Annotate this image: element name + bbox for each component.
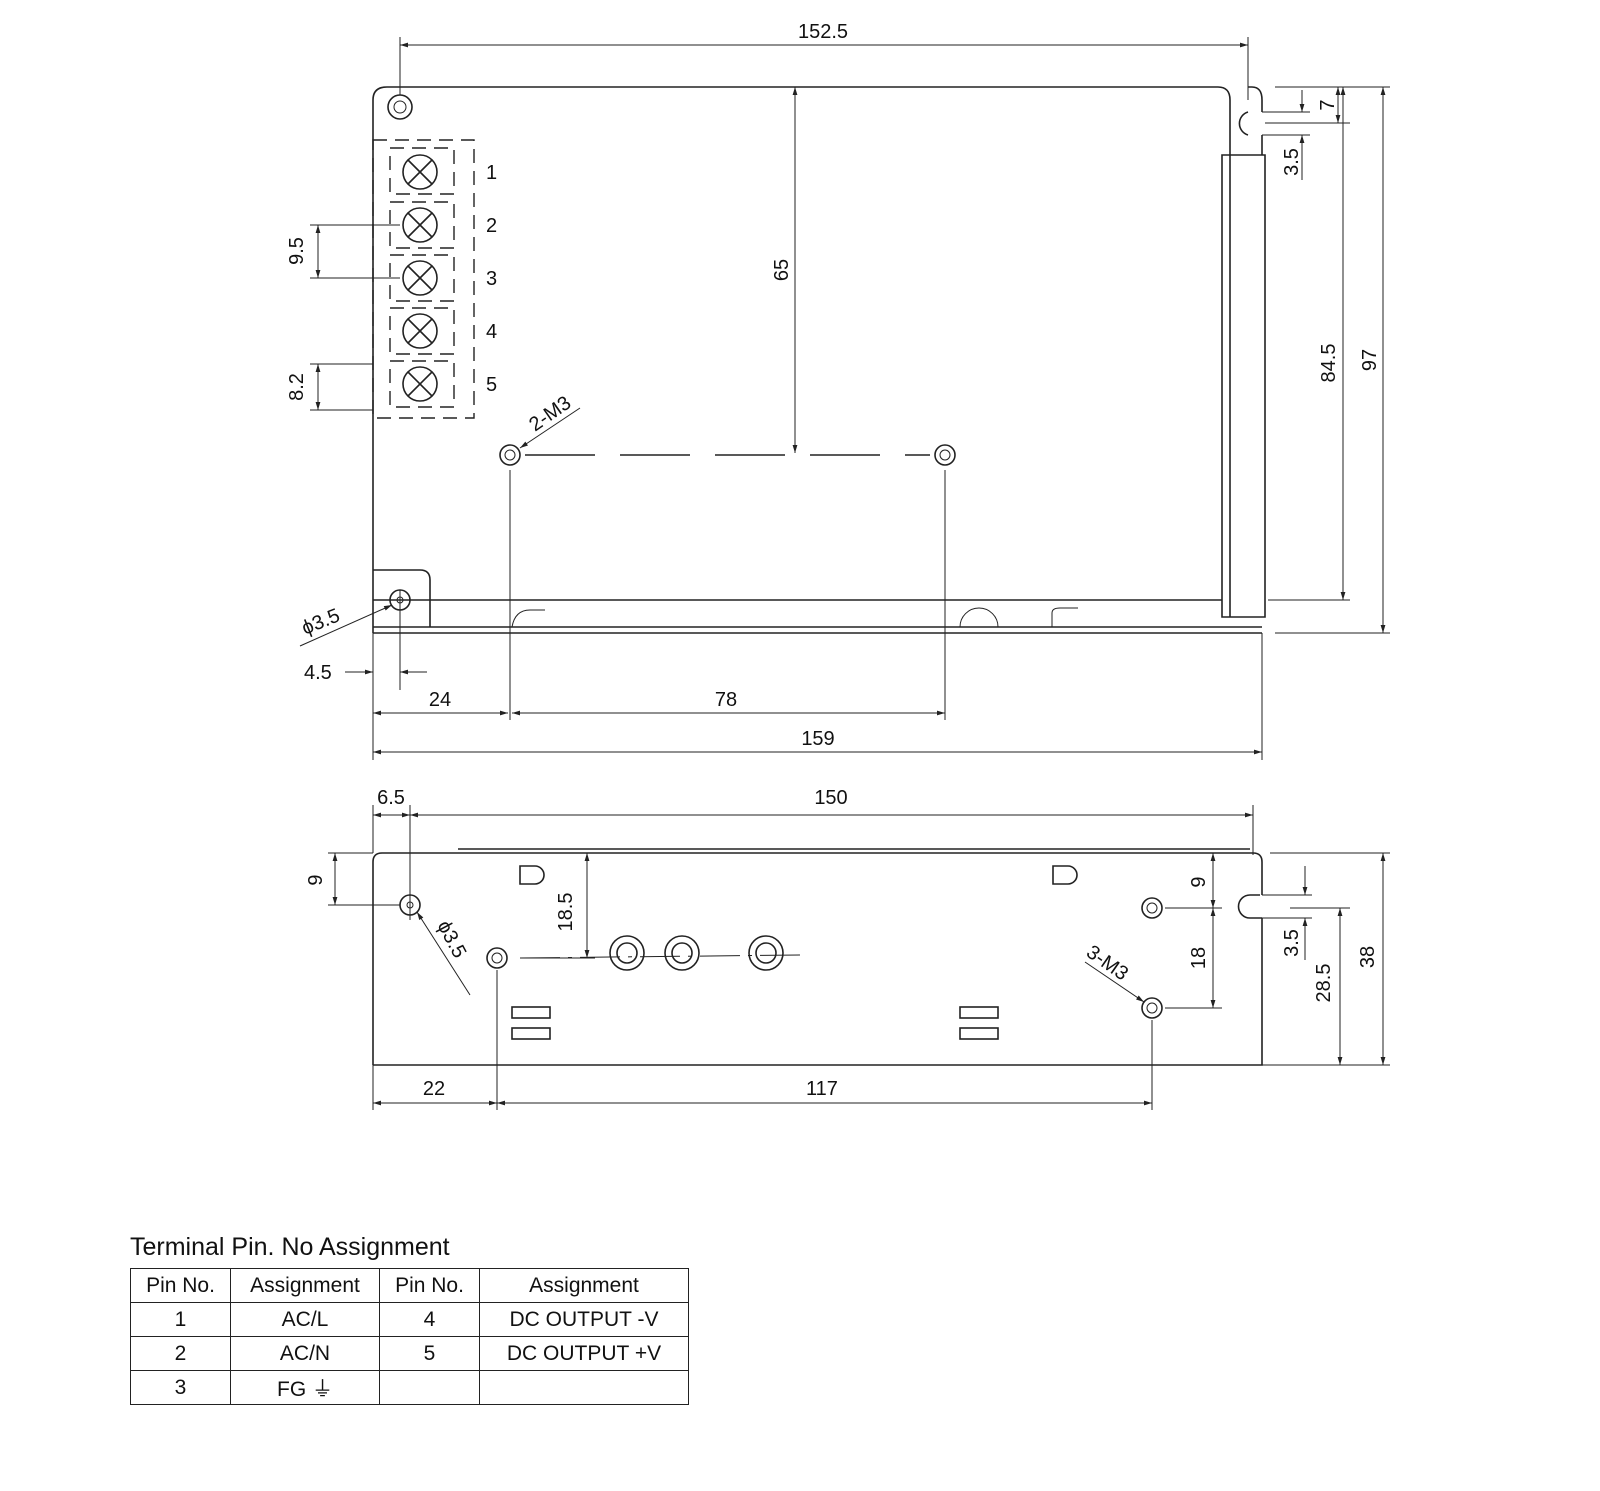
table-row: 2 AC/N 5 DC OUTPUT +V [130,1336,689,1371]
dim-side-mount-holes: 3-M3 [1082,941,1132,985]
header-cell: Pin No. [379,1268,480,1303]
table-row: 3 FG ⏚ [130,1370,689,1405]
dim-hole-span: 150 [814,787,847,809]
cell [479,1370,689,1405]
dim-depth-to-holes: 65 [771,259,793,281]
cell: FG ⏚ [230,1370,380,1405]
table-header-row: Pin No. Assignment Pin No. Assignment [130,1268,689,1303]
vent-slots [511,1006,999,1040]
terminal-label: 2 [486,215,497,237]
cell: AC/L [230,1302,380,1337]
cell [379,1370,480,1405]
terminal-label: 1 [486,162,497,184]
cell: AC/N [230,1336,380,1371]
dim-right-hole-top: 9 [1188,876,1210,887]
dim-side-left-to-hole: 22 [423,1078,445,1100]
terminal-screws [389,147,455,408]
dim-right-hole-spacing: 18 [1188,947,1210,969]
cell: DC OUTPUT +V [479,1336,689,1371]
dim-mount-holes: 2-M3 [525,392,575,436]
dim-terminal-pitch: 9.5 [286,237,308,265]
terminal-label: 3 [486,268,497,290]
cell: DC OUTPUT -V [479,1302,689,1337]
dim-hole-spacing: 78 [715,689,737,711]
cell: 4 [379,1302,480,1337]
dim-hole-dia: ϕ3.5 [299,605,343,640]
dim-overall-width: 159 [801,728,834,750]
mount-hole [1141,997,1163,1019]
cell: 5 [379,1336,480,1371]
dim-side-slot-dia: 3.5 [1281,929,1303,957]
terminal-label: 5 [486,374,497,396]
mount-hole [486,947,508,969]
dim-left-offset: 6.5 [377,787,405,809]
mount-hole [1141,897,1163,919]
header-cell: Assignment [230,1268,380,1303]
dim-side-hole-dia: ϕ3.5 [433,917,471,962]
dim-slot-height: 28.5 [1313,964,1335,1003]
mount-hole [934,444,956,466]
dim-hole-offset: 4.5 [304,662,332,684]
top-view: 1 2 3 4 5 9.5 8.2 2-M3 65 ϕ3.5 4.5 24 78 [286,21,1390,760]
dim-center-height: 18.5 [555,893,577,932]
output-terminals [609,935,784,971]
terminal-label: 4 [486,321,497,343]
table-row: 1 AC/L 4 DC OUTPUT -V [130,1302,689,1337]
cell: 1 [130,1302,231,1337]
dim-side-overall-height: 38 [1357,946,1379,968]
dim-terminal-width: 8.2 [286,373,308,401]
mount-hole [499,444,521,466]
cell: 3 [130,1370,231,1405]
dim-left-to-hole: 24 [429,689,451,711]
dim-hole-height: 9 [305,874,327,885]
dim-slot-dia: 3.5 [1281,148,1303,176]
dim-inner-height: 84.5 [1318,344,1340,383]
top-left-hole [387,94,413,120]
dim-overall-height: 97 [1359,349,1381,371]
terminal-block [372,139,475,419]
table-title: Terminal Pin. No Assignment [130,1233,450,1261]
dim-hole-distance: 117 [806,1078,838,1100]
pin-assignment-table: Pin No. Assignment Pin No. Assignment 1 … [130,1268,689,1405]
dim-overall-top: 152.5 [798,21,848,43]
header-cell: Pin No. [130,1268,231,1303]
cell: 2 [130,1336,231,1371]
side-view: 6.5 150 9 ϕ3.5 18.5 3-M3 9 18 3.5 28.5 3… [305,787,1390,1110]
header-cell: Assignment [479,1268,689,1303]
dim-slot-top: 7 [1317,99,1339,110]
